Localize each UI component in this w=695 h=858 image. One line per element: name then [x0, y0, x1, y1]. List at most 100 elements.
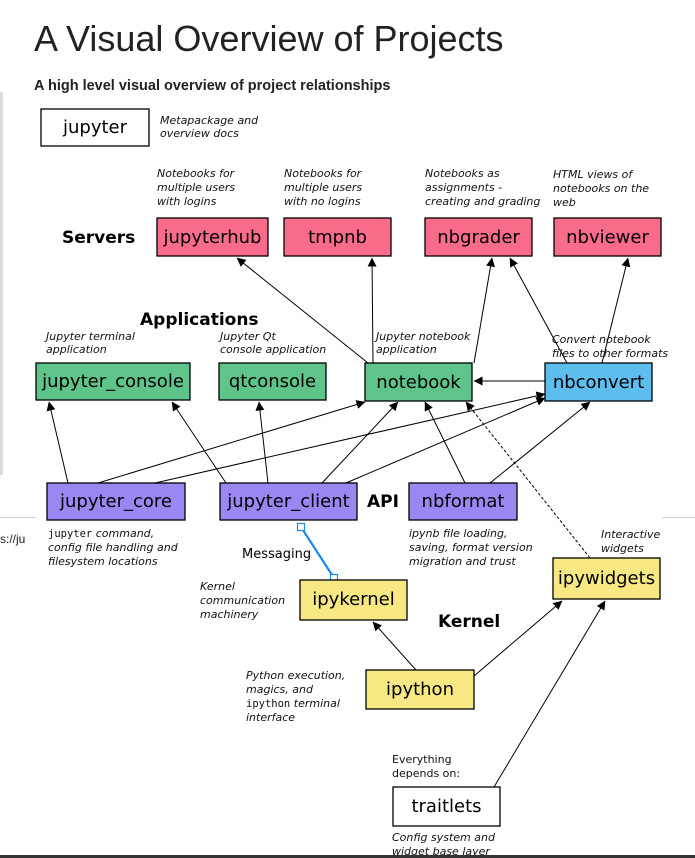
- note-jupyter-console: Jupyter terminal application: [44, 330, 135, 356]
- svg-text:Metapackage and: Metapackage and: [160, 114, 259, 127]
- category-kernel: Kernel: [438, 612, 500, 632]
- note-tmpnb: Notebooks for multiple users with no log…: [284, 167, 363, 208]
- box-label-nbgrader: nbgrader: [437, 227, 520, 248]
- svg-text:interface: interface: [246, 711, 295, 724]
- box-traitlets[interactable]: traitlets: [392, 786, 501, 827]
- box-label-ipython: ipython: [386, 679, 454, 700]
- box-nbformat[interactable]: nbformat: [408, 482, 518, 521]
- edge-traitlets-ipywidgets: [493, 600, 606, 788]
- box-jupyter-client[interactable]: jupyter_client: [219, 482, 358, 521]
- note-traitlets-top: Everything depends on:: [392, 753, 460, 780]
- svg-text:machinery: machinery: [200, 608, 259, 621]
- svg-text:files to other formats: files to other formats: [552, 347, 668, 360]
- svg-text:Config system and: Config system and: [392, 831, 496, 844]
- page-title: A Visual Overview of Projects: [34, 18, 504, 59]
- box-label-traitlets: traitlets: [411, 796, 481, 817]
- page-subtitle: A high level visual overview of project …: [34, 78, 391, 94]
- svg-text:migration and trust: migration and trust: [409, 555, 516, 568]
- box-nbconvert[interactable]: nbconvert: [544, 362, 653, 402]
- edge-core-notebook: [97, 400, 366, 484]
- messaging-end-handle-top: [296, 522, 306, 532]
- svg-text:saving, format version: saving, format version: [409, 541, 533, 554]
- svg-text:filesystem locations: filesystem locations: [48, 555, 158, 568]
- svg-text:Everything: Everything: [392, 753, 452, 766]
- edges: [46, 257, 631, 788]
- box-label-jupyter-client: jupyter_client: [226, 491, 349, 512]
- svg-text:widget base layer: widget base layer: [392, 845, 491, 858]
- box-label-qtconsole: qtconsole: [229, 371, 316, 392]
- box-label-nbconvert: nbconvert: [553, 372, 644, 393]
- svg-text:Python execution,: Python execution,: [246, 669, 345, 682]
- svg-text:assignments -: assignments -: [425, 181, 502, 194]
- svg-text:communication: communication: [200, 594, 285, 607]
- svg-text:ipynb file loading,: ipynb file loading,: [409, 527, 507, 540]
- edge-core-nbconvert: [154, 391, 546, 484]
- note-ipykernel: Kernel communication machinery: [200, 580, 285, 621]
- edge-client-qtconsole: [255, 401, 269, 484]
- svg-text:Jupyter notebook: Jupyter notebook: [374, 330, 471, 343]
- svg-text:multiple users: multiple users: [284, 181, 362, 194]
- box-notebook[interactable]: notebook: [364, 362, 473, 402]
- edge-nbconvert-nbgrader: [509, 257, 568, 364]
- edge-nbformat-notebook: [424, 401, 466, 484]
- note-traitlets-bottom: Config system and widget base layer: [392, 831, 496, 858]
- box-ipython[interactable]: ipython: [365, 669, 475, 710]
- divider-left: [0, 517, 36, 518]
- edge-client-nbconvert: [345, 397, 546, 484]
- edge-notebook-jupyterhub: [236, 257, 369, 364]
- svg-text:Interactive: Interactive: [601, 528, 660, 541]
- note-jupyter-core: jupyter command, config file handling an…: [48, 527, 179, 568]
- frame-bottom-border: [0, 855, 695, 858]
- note-jupyter: Metapackage and overview docs: [160, 114, 259, 140]
- box-jupyter[interactable]: jupyter: [40, 108, 150, 147]
- svg-text:Jupyter terminal: Jupyter terminal: [44, 330, 135, 343]
- box-ipykernel[interactable]: ipykernel: [299, 579, 408, 621]
- note-nbformat: ipynb file loading, saving, format versi…: [409, 527, 533, 568]
- box-label-nbviewer: nbviewer: [566, 227, 649, 248]
- box-label-ipykernel: ipykernel: [312, 589, 395, 610]
- edge-client-console: [171, 401, 227, 484]
- svg-text:widgets: widgets: [601, 542, 644, 555]
- box-label-jupyter-core: jupyter_core: [59, 491, 172, 512]
- box-nbgrader[interactable]: nbgrader: [424, 217, 533, 257]
- box-tmpnb[interactable]: tmpnb: [283, 217, 392, 257]
- box-jupyter-console[interactable]: jupyter_console: [35, 362, 191, 401]
- svg-text:HTML views of: HTML views of: [553, 168, 634, 181]
- svg-text:Notebooks for: Notebooks for: [157, 167, 236, 180]
- category-applications: Applications: [140, 310, 259, 330]
- box-qtconsole[interactable]: qtconsole: [218, 362, 327, 401]
- svg-text:with logins: with logins: [157, 195, 217, 208]
- svg-text:jupyter command,: jupyter command,: [48, 527, 154, 540]
- box-jupyter-core[interactable]: jupyter_core: [46, 482, 186, 521]
- edge-client-notebook: [321, 401, 399, 484]
- note-jupyterhub: Notebooks for multiple users with logins: [157, 167, 236, 208]
- svg-text:Notebooks for: Notebooks for: [284, 167, 363, 180]
- svg-text:magics, and: magics, and: [246, 683, 314, 696]
- edge-core-console: [46, 401, 69, 484]
- svg-text:multiple users: multiple users: [157, 181, 235, 194]
- edge-nbformat-nbconvert: [489, 401, 591, 484]
- box-label-ipywidgets: ipywidgets: [558, 568, 655, 589]
- svg-text:notebooks on the: notebooks on the: [553, 182, 649, 195]
- box-label-jupyter: jupyter: [62, 117, 128, 138]
- box-ipywidgets[interactable]: ipywidgets: [552, 557, 661, 600]
- edge-notebook-nbgrader: [473, 257, 495, 364]
- left-border-line: [0, 92, 3, 475]
- divider-right: [662, 517, 695, 518]
- edge-ipython-ipykernel: [372, 621, 417, 671]
- box-jupyterhub[interactable]: jupyterhub: [156, 217, 269, 257]
- svg-text:application: application: [46, 343, 107, 356]
- messaging-label: Messaging: [242, 547, 311, 562]
- note-qtconsole: Jupyter Qt console application: [218, 330, 326, 356]
- note-nbconvert: Convert notebook files to other formats: [552, 333, 668, 360]
- edge-ipywidgets-notebook: [465, 401, 591, 559]
- svg-text:depends on:: depends on:: [392, 767, 460, 780]
- edge-ipython-ipywidgets: [473, 600, 563, 677]
- svg-text:Notebooks as: Notebooks as: [425, 167, 500, 180]
- svg-text:with no logins: with no logins: [284, 195, 361, 208]
- box-label-jupyter-console: jupyter_console: [41, 371, 184, 392]
- svg-text:Kernel: Kernel: [200, 580, 235, 593]
- box-nbviewer[interactable]: nbviewer: [553, 217, 662, 257]
- category-servers: Servers: [62, 228, 135, 248]
